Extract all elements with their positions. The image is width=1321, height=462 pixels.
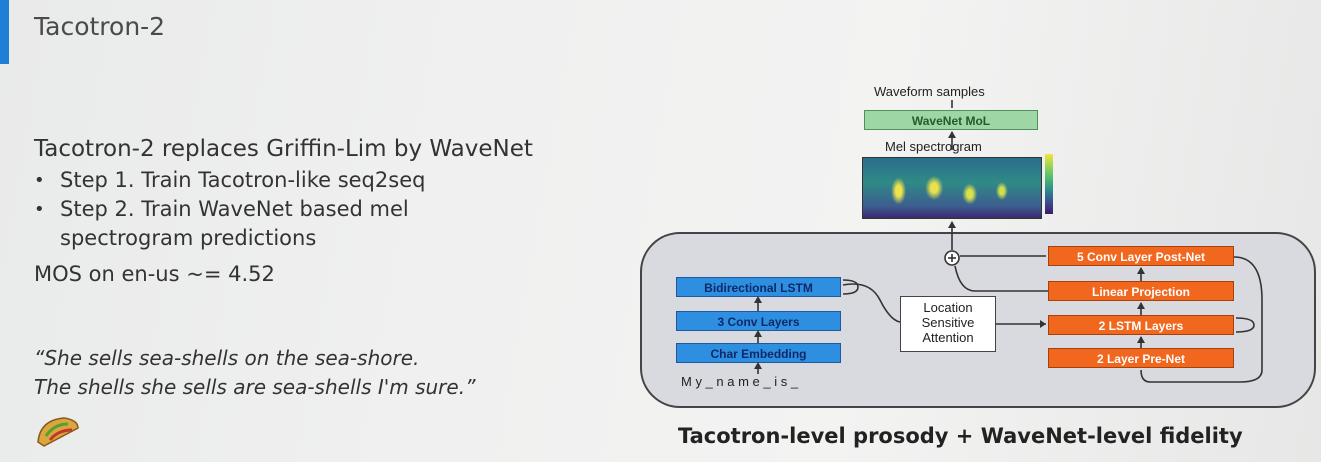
- conv-layers-box: 3 Conv Layers: [676, 311, 841, 331]
- lstm-layers-box: 2 LSTM Layers: [1048, 315, 1234, 335]
- bidirectional-lstm-box: Bidirectional LSTM: [676, 277, 841, 297]
- mel-label: Mel spectrogram: [885, 139, 982, 154]
- bullet-list: Step 1. Train Tacotron-like seq2seq Step…: [34, 166, 520, 253]
- spectrogram-colorbar: [1045, 154, 1053, 214]
- quote-line-1: “She sells sea-shells on the sea-shore.: [34, 346, 420, 370]
- mos-score: MOS on en-us ~= 4.52: [34, 262, 275, 286]
- attention-box: Location Sensitive Attention: [900, 296, 996, 352]
- taco-icon: [37, 417, 79, 447]
- bullet-step-2: Step 2. Train WaveNet based mel spectrog…: [34, 195, 520, 253]
- accent-bar: [0, 0, 9, 64]
- linear-projection-box: Linear Projection: [1048, 281, 1234, 301]
- waveform-label: Waveform samples: [874, 84, 985, 99]
- slide-title: Tacotron-2: [34, 12, 166, 41]
- mel-spectrogram-image: [862, 157, 1042, 219]
- bullet-step-1: Step 1. Train Tacotron-like seq2seq: [34, 166, 520, 195]
- slide-heading: Tacotron-2 replaces Griffin-Lim by WaveN…: [34, 136, 533, 162]
- prenet-box: 2 Layer Pre-Net: [1048, 348, 1234, 368]
- input-text: M y _ n a m e _ i s _: [681, 374, 799, 389]
- footer-caption: Tacotron-level prosody + WaveNet-level f…: [678, 424, 1243, 448]
- quote-line-2: The shells she sells are sea-shells I'm …: [34, 375, 476, 399]
- post-net-box: 5 Conv Layer Post-Net: [1048, 246, 1234, 266]
- char-embedding-box: Char Embedding: [676, 343, 841, 363]
- wavenet-box: WaveNet MoL: [864, 110, 1038, 130]
